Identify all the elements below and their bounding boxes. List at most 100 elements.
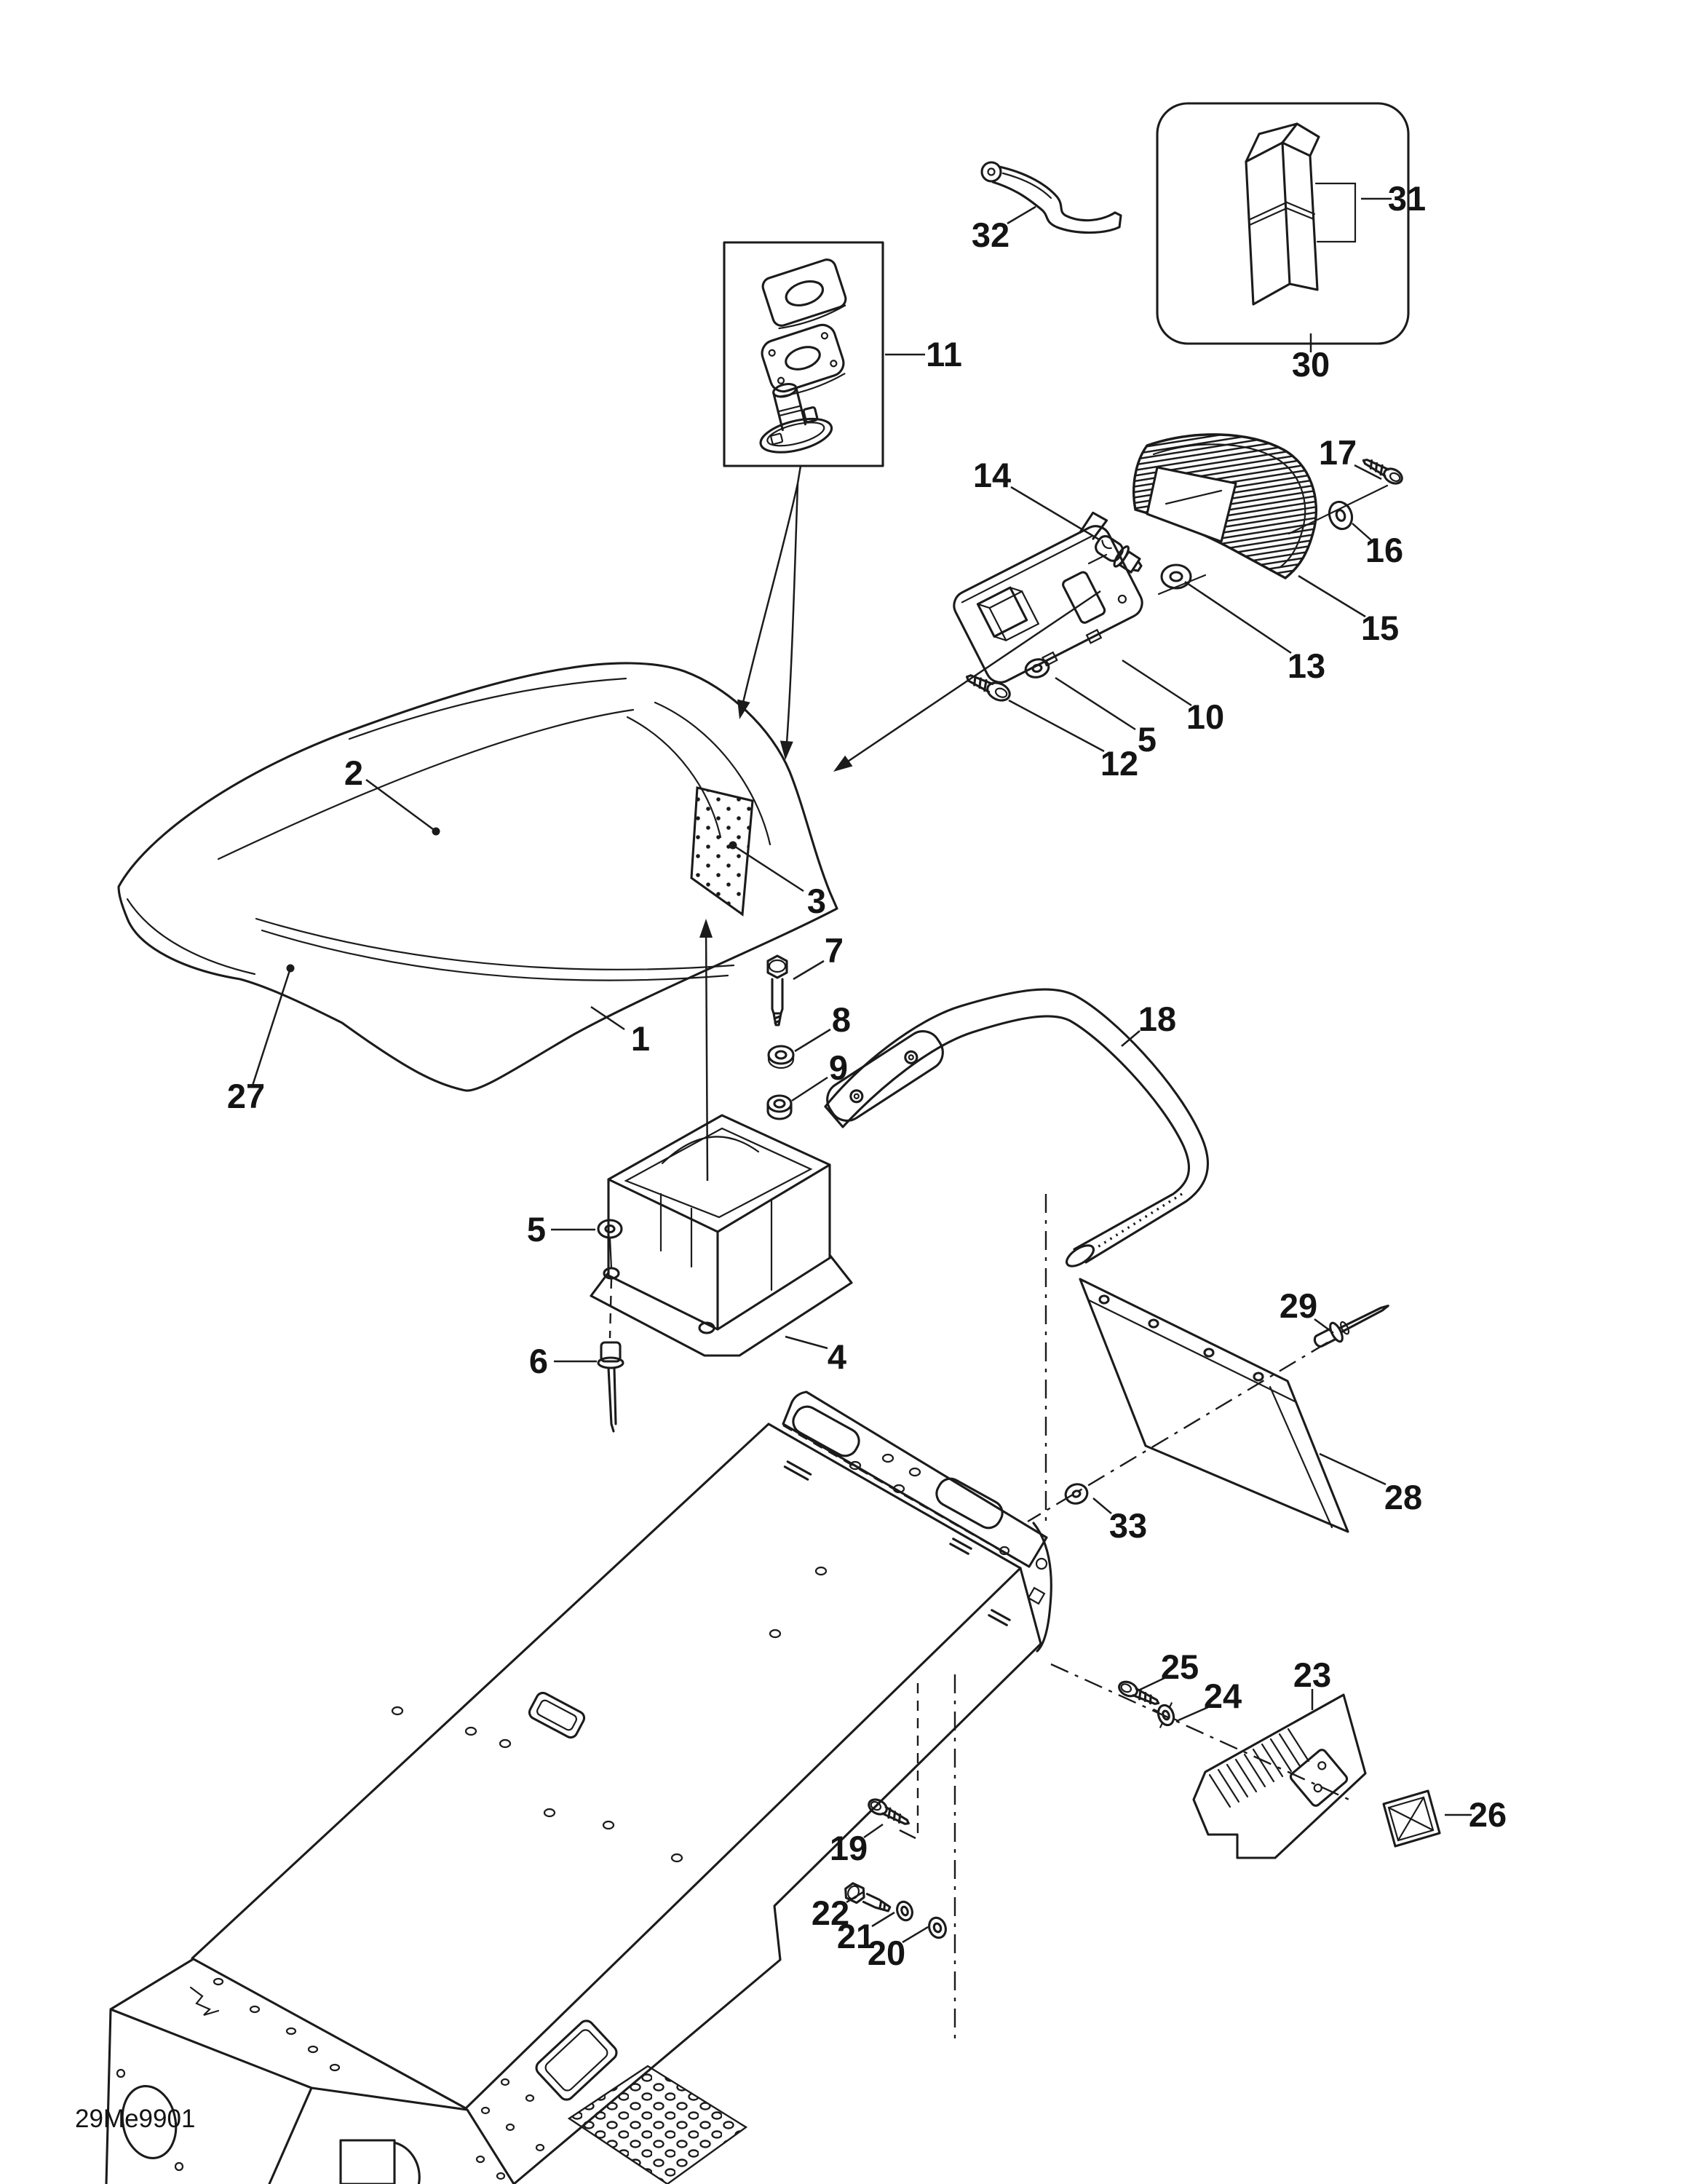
seat-nut bbox=[766, 1094, 793, 1120]
leader-22 bbox=[846, 1891, 864, 1904]
seat bbox=[117, 662, 838, 1092]
lens-screw bbox=[1362, 459, 1403, 485]
leader-dot-2 bbox=[432, 827, 440, 836]
flap-washer bbox=[1064, 1483, 1089, 1505]
leader-33 bbox=[1092, 1497, 1112, 1514]
callout-27: 27 bbox=[227, 1077, 265, 1115]
tunnel-washer-21 bbox=[896, 1900, 913, 1922]
housing-washer bbox=[1024, 658, 1050, 678]
leader-14 bbox=[1010, 486, 1100, 541]
leader-28 bbox=[1319, 1452, 1387, 1486]
leader-2 bbox=[365, 778, 437, 833]
latch-kit-box bbox=[723, 241, 884, 467]
bracket-screw bbox=[1118, 1680, 1160, 1706]
callout-21: 21 bbox=[837, 1917, 875, 1955]
seat-bolt bbox=[766, 954, 788, 1026]
callout-9: 9 bbox=[829, 1048, 848, 1087]
scraper-tool bbox=[1245, 122, 1320, 306]
bracket-washer bbox=[1153, 1702, 1179, 1728]
striker-plate bbox=[761, 258, 847, 330]
callout-22: 22 bbox=[812, 1894, 849, 1932]
callout-17: 17 bbox=[1319, 433, 1357, 472]
item-31-bracket bbox=[1314, 182, 1357, 243]
tunnel-top-holes bbox=[391, 1453, 921, 1863]
callout-13: 13 bbox=[1288, 646, 1325, 685]
callout-26: 26 bbox=[1469, 1795, 1507, 1834]
locking-pin bbox=[597, 1341, 624, 1433]
tunnel-side-opening bbox=[535, 2019, 618, 2101]
leader-20 bbox=[902, 1926, 929, 1944]
callout-12: 12 bbox=[1100, 744, 1138, 783]
bracket-plate bbox=[1289, 1749, 1349, 1807]
leader-dot-27 bbox=[286, 964, 295, 973]
leader-29 bbox=[1314, 1318, 1334, 1334]
assembly-axis-lines bbox=[899, 1194, 1353, 2043]
tail-light-lens bbox=[1132, 433, 1318, 580]
box-washer bbox=[597, 1219, 623, 1339]
callout-28: 28 bbox=[1384, 1478, 1422, 1516]
reflector bbox=[1382, 1789, 1441, 1848]
lens-washer bbox=[1328, 500, 1354, 531]
latch-gasket bbox=[761, 323, 846, 397]
leader-7 bbox=[793, 960, 825, 981]
handle-strap bbox=[826, 1030, 944, 1122]
callout-7: 7 bbox=[825, 931, 844, 970]
leader-13 bbox=[1184, 580, 1292, 654]
callout-5: 5 bbox=[1138, 720, 1157, 759]
leader-24 bbox=[1178, 1706, 1209, 1722]
leader-16 bbox=[1352, 523, 1372, 541]
bracket-vents bbox=[1208, 1728, 1310, 1808]
spark-plug-wrench bbox=[980, 161, 1122, 234]
tunnel-top-plate bbox=[528, 1691, 586, 1739]
leader-1 bbox=[590, 1005, 625, 1031]
tunnel bbox=[105, 1390, 1052, 2184]
callout-33: 33 bbox=[1109, 1506, 1147, 1545]
leader-9 bbox=[791, 1076, 828, 1102]
tail-light-housing bbox=[953, 511, 1143, 684]
tool-kit-box bbox=[1156, 102, 1410, 345]
callout-31: 31 bbox=[1388, 179, 1426, 218]
tunnel-washer-20 bbox=[928, 1916, 947, 1939]
storage-box bbox=[590, 1114, 853, 1357]
callout-2: 2 bbox=[344, 753, 363, 792]
socket-hole bbox=[976, 586, 1040, 642]
callout-23: 23 bbox=[1293, 1655, 1331, 1694]
leader-dot-3 bbox=[729, 841, 737, 850]
callout-1: 1 bbox=[631, 1019, 650, 1058]
tunnel-bolt bbox=[844, 1882, 892, 1912]
callout-11: 11 bbox=[926, 335, 962, 373]
callout-24: 24 bbox=[1204, 1677, 1242, 1715]
callout-3: 3 bbox=[807, 882, 826, 920]
leader-12 bbox=[1008, 699, 1105, 753]
latch-pin-assembly bbox=[759, 382, 833, 454]
callout-16: 16 bbox=[1365, 531, 1403, 569]
callout-18: 18 bbox=[1138, 1000, 1176, 1038]
leader-17 bbox=[1354, 464, 1382, 480]
callout-25: 25 bbox=[1161, 1647, 1199, 1686]
mounting-arrows bbox=[699, 465, 1101, 1182]
side-bracket bbox=[1192, 1693, 1367, 1859]
leader-21 bbox=[871, 1911, 895, 1928]
callout-10: 10 bbox=[1186, 697, 1224, 736]
callout-30: 30 bbox=[1292, 345, 1330, 384]
leader-4 bbox=[785, 1335, 828, 1350]
seat-washer bbox=[767, 1045, 795, 1069]
leader-18 bbox=[1121, 1030, 1140, 1047]
lens-grommet bbox=[1160, 563, 1192, 590]
callout-29: 29 bbox=[1280, 1286, 1317, 1325]
callout-19: 19 bbox=[830, 1829, 868, 1867]
leader-3 bbox=[732, 844, 804, 893]
callout-4: 4 bbox=[828, 1337, 846, 1376]
leader-5 bbox=[1055, 676, 1136, 731]
rear-corner-post bbox=[1027, 1522, 1052, 1653]
leader-25 bbox=[1138, 1677, 1165, 1692]
leader-15 bbox=[1298, 574, 1366, 618]
callout-15: 15 bbox=[1361, 609, 1399, 647]
flap-rivet bbox=[1313, 1305, 1389, 1348]
leader-27 bbox=[251, 968, 292, 1086]
footrest-perforation bbox=[567, 2065, 748, 2184]
callout-6: 6 bbox=[529, 1342, 548, 1380]
callout-32: 32 bbox=[972, 215, 1009, 254]
front-bulkhead bbox=[105, 1958, 469, 2184]
